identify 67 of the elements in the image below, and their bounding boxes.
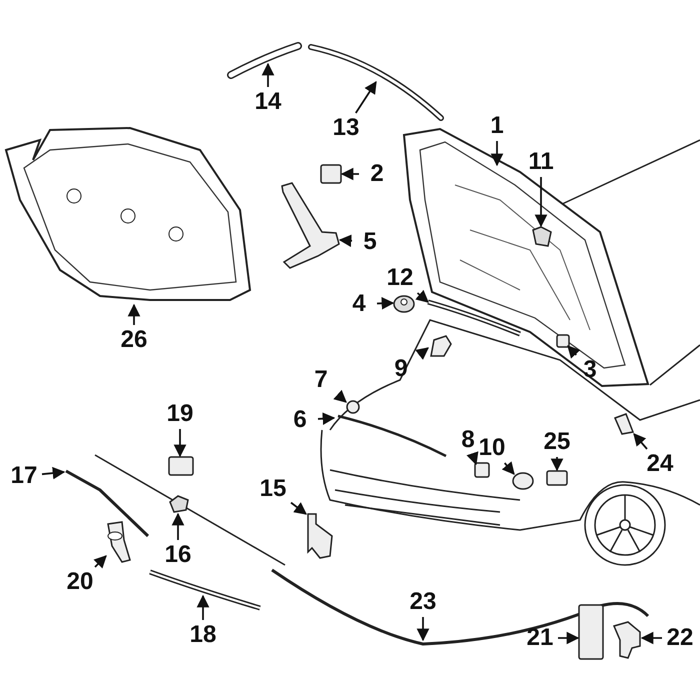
leader-arrow [318, 412, 336, 425]
callout-number: 17 [8, 463, 40, 489]
leader-arrow [416, 617, 430, 642]
callout-number: 19 [164, 401, 196, 427]
callout-number: 13 [330, 115, 362, 141]
leader-arrow [333, 390, 347, 403]
leader-arrow [466, 451, 478, 466]
leader-arrow [502, 461, 515, 475]
leader-arrow [94, 555, 107, 568]
release-handle [578, 604, 604, 660]
rubber-pad [168, 456, 194, 476]
callout-number: 22 [664, 625, 696, 651]
callout-number: 10 [476, 435, 508, 461]
clip [320, 164, 342, 184]
callout-number: 5 [354, 229, 386, 255]
callout-number: 16 [162, 542, 194, 568]
leader-arrow [415, 290, 429, 303]
callout-number: 18 [187, 622, 219, 648]
leader-arrow [262, 62, 274, 87]
hood-latch [428, 334, 454, 358]
leader-arrow [340, 168, 359, 180]
leader-arrow [338, 234, 352, 248]
leader-arrow [290, 502, 307, 515]
callout-number: 12 [384, 265, 416, 291]
seal-strip [226, 42, 302, 80]
callout-number: 21 [524, 625, 556, 651]
leader-arrow [415, 347, 429, 360]
leader-arrow [376, 297, 394, 310]
callout-number: 2 [361, 161, 393, 187]
leader-arrow [196, 594, 210, 620]
cable-clip [168, 494, 190, 514]
callout-number: 1 [481, 113, 513, 139]
callout-number: 11 [525, 149, 557, 175]
leader-arrow [174, 429, 186, 458]
bracket [612, 412, 636, 436]
callout-number: 23 [407, 589, 439, 615]
hood-lock [530, 226, 554, 248]
bracket [612, 620, 642, 660]
leader-arrow [42, 466, 66, 480]
callout-number: 26 [118, 327, 150, 353]
leader-arrow [534, 177, 548, 228]
leader-arrow [550, 457, 564, 472]
callout-number: 20 [64, 569, 96, 595]
leader-arrow [633, 433, 648, 450]
grommet [393, 293, 415, 313]
bracket [306, 512, 336, 560]
callout-number: 3 [574, 357, 606, 383]
release-handle [104, 520, 132, 564]
callout-number: 6 [284, 407, 316, 433]
leader-arrow [172, 512, 184, 540]
leader-arrow [355, 80, 377, 114]
callout-number: 15 [257, 476, 289, 502]
leader-arrow [490, 141, 504, 166]
callout-number: 4 [343, 291, 375, 317]
leader-arrow [128, 304, 140, 325]
callout-number: 14 [252, 89, 284, 115]
callout-number: 24 [644, 451, 676, 477]
callout-number: 7 [305, 367, 337, 393]
leader-arrow [558, 632, 580, 644]
leader-arrow [640, 632, 662, 644]
callout-number: 9 [385, 356, 417, 382]
cap [512, 472, 534, 490]
callout-number: 25 [541, 429, 573, 455]
clip [546, 470, 568, 486]
clip [474, 462, 490, 478]
leader-arrow [567, 345, 580, 359]
nut [346, 400, 360, 414]
